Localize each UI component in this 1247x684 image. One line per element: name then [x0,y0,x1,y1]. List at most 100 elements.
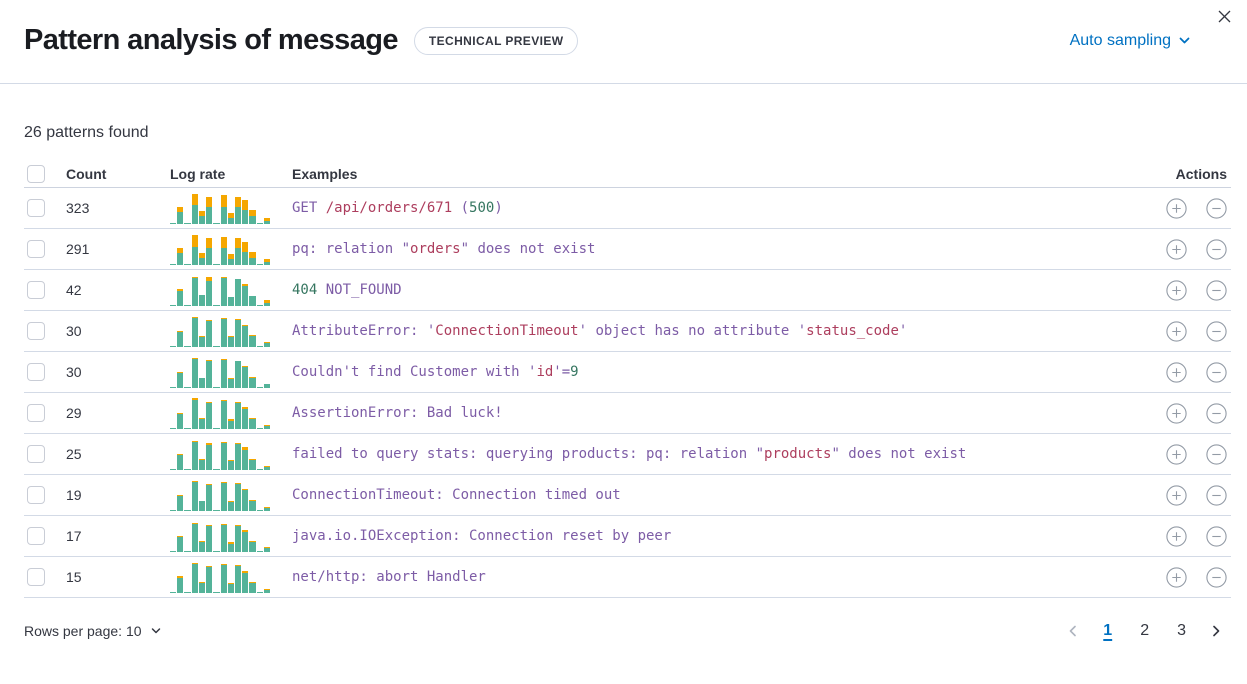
chart-bar [177,412,184,429]
chart-bar [177,331,184,347]
log-rate-chart [170,397,271,429]
example-token: NOT_FOUND [317,282,402,298]
chart-bar [249,252,256,265]
filter-in-button[interactable] [1166,484,1187,506]
filter-out-button[interactable] [1206,402,1227,424]
chart-bar [227,542,234,552]
plus-in-circle-icon [1166,361,1187,383]
column-header-log-rate: Log rate [170,165,226,182]
chart-bar [198,295,206,306]
example-token: orders [410,241,461,257]
chart-bar [220,358,227,388]
row-checkbox[interactable] [27,527,45,545]
chart-bar [256,387,263,388]
plus-in-circle-icon [1166,279,1187,301]
log-rate-chart [170,192,271,224]
row-count: 30 [66,364,82,380]
chart-bar [191,357,198,388]
example-token: " does not exist [460,241,596,257]
row-checkbox[interactable] [27,486,45,504]
filter-out-button[interactable] [1206,320,1227,342]
chart-bar [206,319,213,347]
filter-out-button[interactable] [1206,361,1227,383]
page-button-1[interactable]: 1 [1096,620,1119,642]
filter-in-button[interactable] [1166,361,1187,383]
row-checkbox[interactable] [27,199,45,217]
close-icon [1218,10,1231,23]
table-row: 19 ConnectionTimeout: Connection timed o… [24,475,1231,516]
select-all-checkbox[interactable] [27,164,45,183]
table-body: 323 GET /api/orders/671 (500) 291 pq: re… [24,188,1231,598]
row-checkbox[interactable] [27,363,45,381]
example-token: ) [494,200,503,216]
previous-page-button[interactable] [1064,622,1082,640]
table-row: 29 AssertionError: Bad luck! [24,393,1231,434]
row-checkbox[interactable] [27,281,45,299]
chart-bar [242,241,249,265]
filter-in-button[interactable] [1166,279,1187,301]
chart-bar [227,377,234,388]
page-button-3[interactable]: 3 [1170,620,1193,642]
chart-bar [170,346,177,347]
chart-bar [227,254,234,265]
example-token: /api/orders/671 [325,200,453,216]
page-button-2[interactable]: 2 [1133,620,1156,642]
row-count: 30 [66,323,82,339]
log-rate-chart [170,561,271,593]
chart-bar [242,571,249,593]
chart-bar [263,259,271,265]
row-checkbox[interactable] [27,445,45,463]
filter-out-button[interactable] [1206,279,1227,301]
filter-out-button[interactable] [1206,484,1227,506]
filter-out-button[interactable] [1206,197,1227,219]
chart-bar [242,406,249,429]
table-row: 30 Couldn't find Customer with 'id'=9 [24,352,1231,393]
filter-in-button[interactable] [1166,443,1187,465]
minus-in-circle-icon [1206,238,1227,260]
patterns-found-summary: 26 patterns found [24,124,149,141]
row-checkbox[interactable] [27,322,45,340]
row-count: 323 [66,200,90,216]
filter-in-button[interactable] [1166,566,1187,588]
filter-in-button[interactable] [1166,320,1187,342]
minus-in-circle-icon [1206,279,1227,301]
filter-in-button[interactable] [1166,525,1187,547]
row-checkbox[interactable] [27,404,45,422]
chart-bar [177,494,184,511]
example-text: net/http: abort Handler [292,569,1139,585]
chart-bar [220,523,227,552]
row-checkbox[interactable] [27,568,45,586]
filter-out-button[interactable] [1206,443,1227,465]
filter-in-button[interactable] [1166,402,1187,424]
chart-bar [191,193,198,224]
log-rate-chart [170,479,271,511]
chart-bar [227,336,234,347]
next-page-button[interactable] [1207,622,1225,640]
chart-bar [184,551,191,552]
chart-bar [249,582,256,593]
example-token: 500 [469,200,495,216]
row-count: 17 [66,528,82,544]
chart-bar [242,365,249,388]
chart-bar [213,550,220,552]
log-rate-chart [170,274,271,306]
filter-out-button[interactable] [1206,238,1227,260]
filter-in-button[interactable] [1166,238,1187,260]
chevron-right-icon [1213,625,1220,637]
chart-bar [242,324,249,347]
row-checkbox[interactable] [27,240,45,258]
row-count: 29 [66,405,82,421]
example-text: GET /api/orders/671 (500) [292,200,1139,216]
filter-out-button[interactable] [1206,525,1227,547]
filter-in-button[interactable] [1166,197,1187,219]
rows-per-page-button[interactable]: Rows per page: 10 [24,623,162,639]
chevron-left-icon [1069,625,1077,637]
chart-bar [220,441,227,470]
filter-out-button[interactable] [1206,566,1227,588]
close-button[interactable] [1213,5,1236,28]
chart-bar [256,592,263,593]
sampling-dropdown[interactable]: Auto sampling [1070,32,1191,50]
chart-bar [198,252,206,265]
chart-bar [242,283,249,306]
